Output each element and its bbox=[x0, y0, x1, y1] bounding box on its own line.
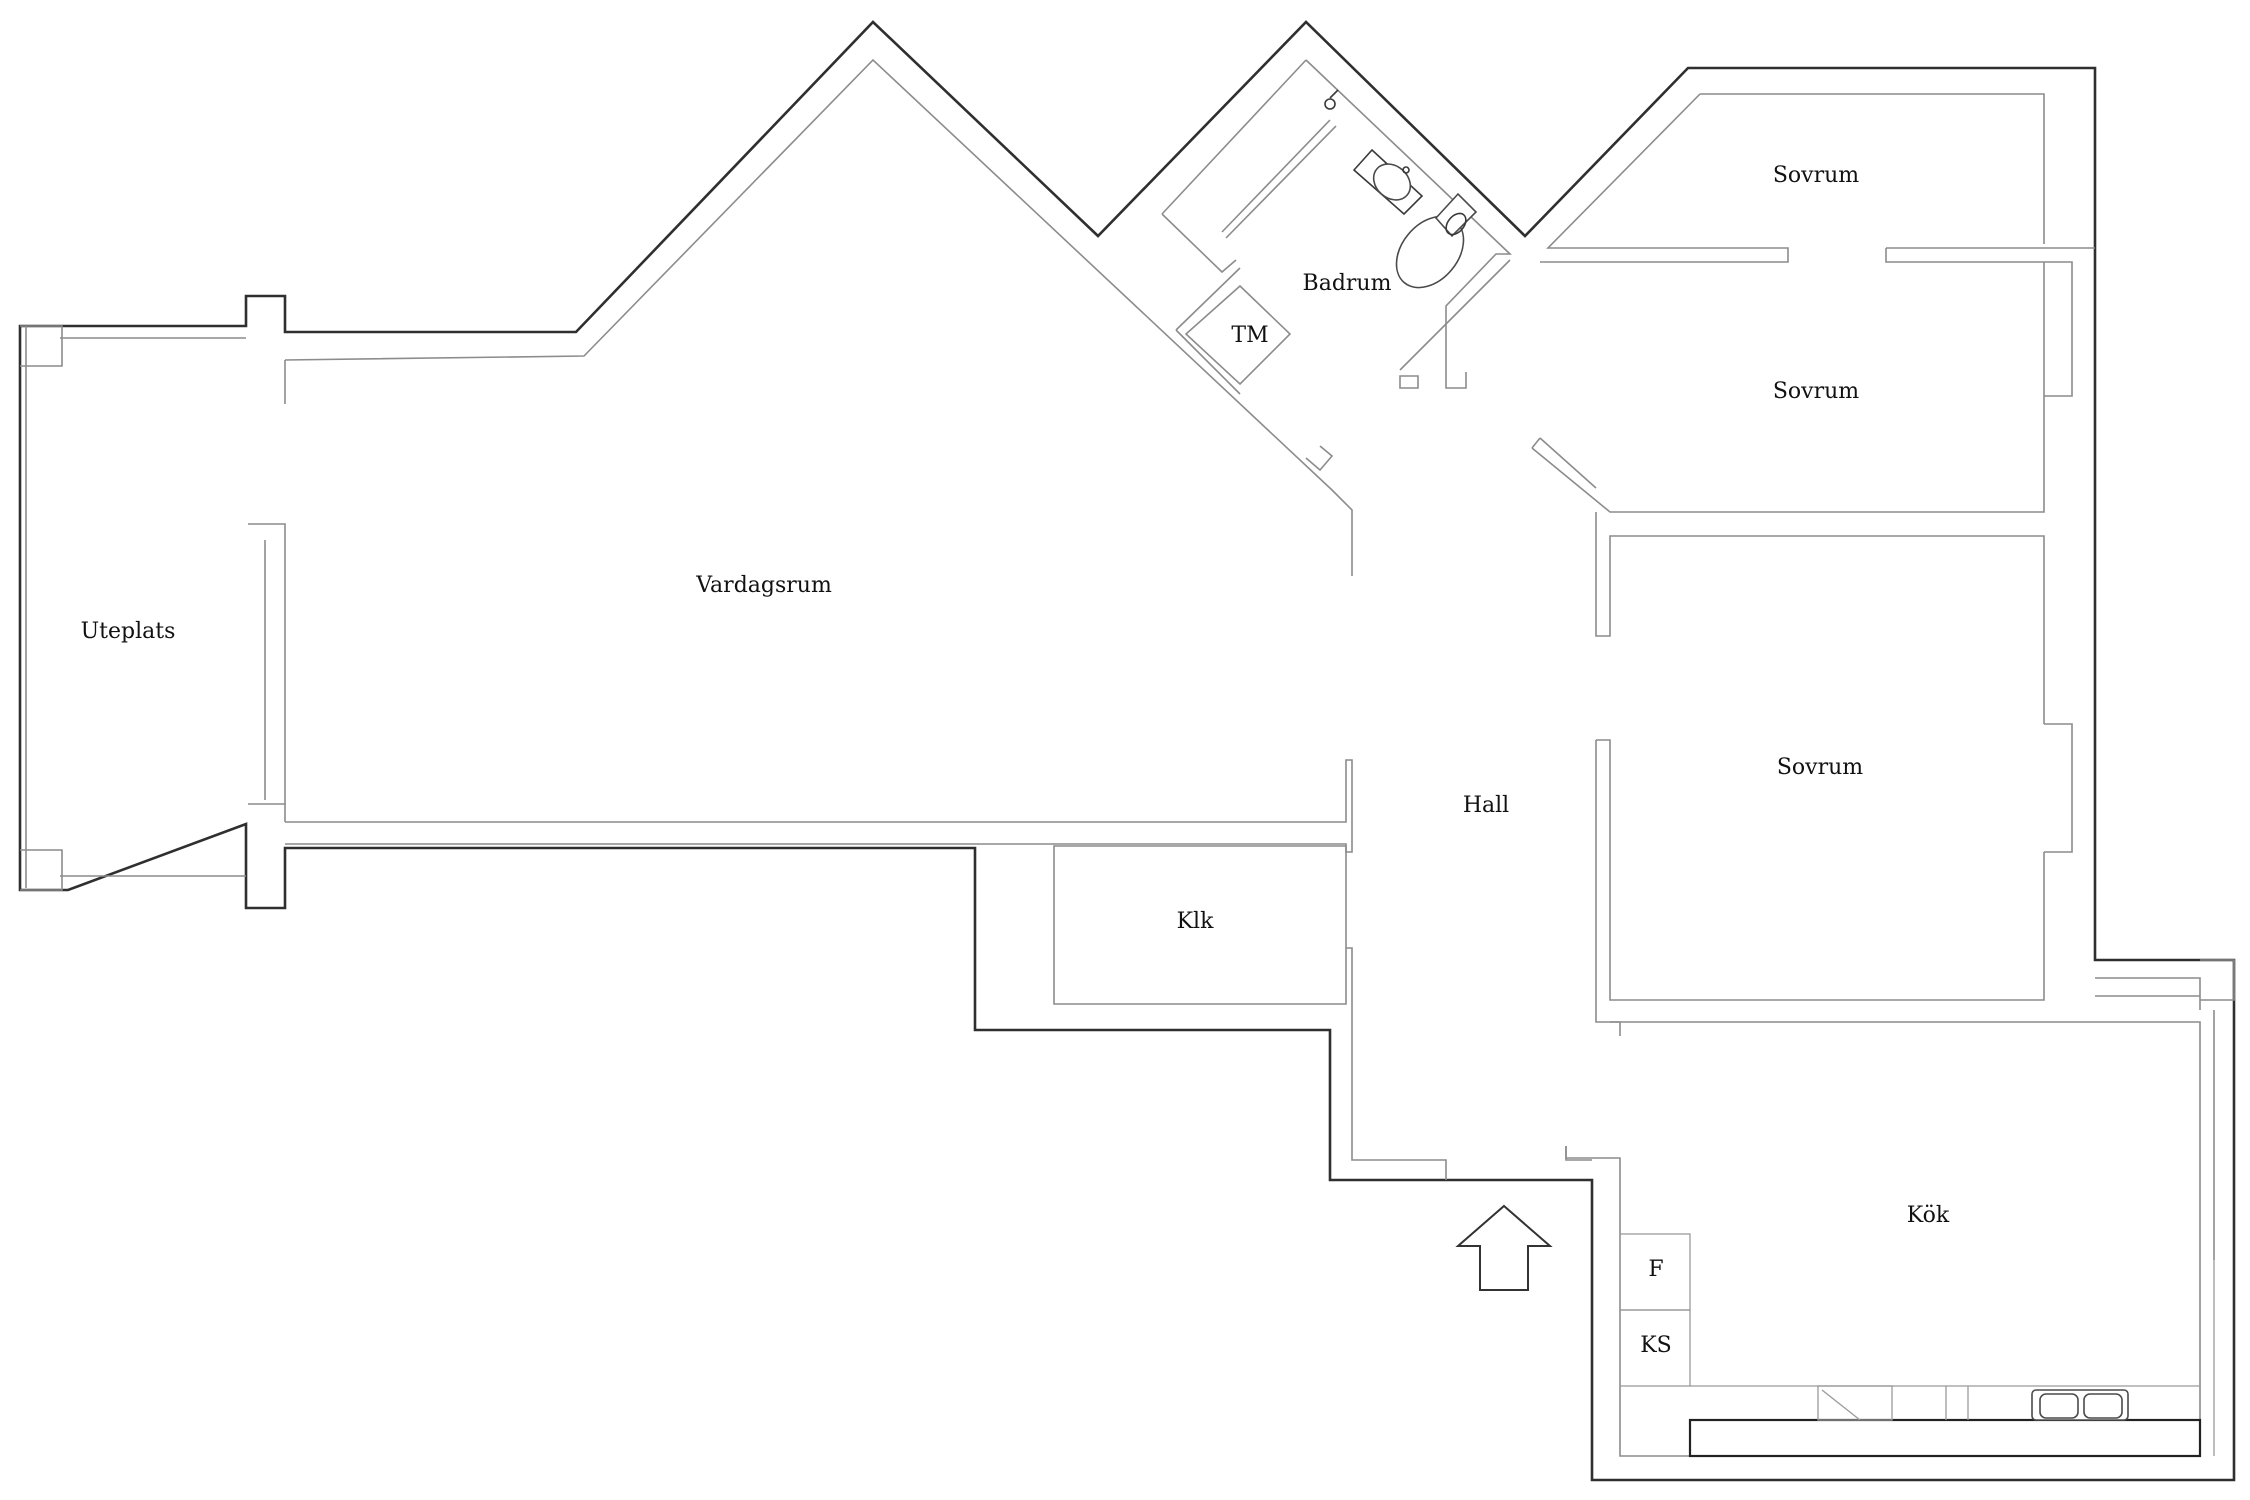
room-labels: Uteplats Vardagsrum Badrum TM Sovrum Sov… bbox=[81, 163, 1950, 1358]
kitchen-counter bbox=[1688, 1418, 2202, 1458]
room-label-ks: KS bbox=[1640, 1333, 1672, 1358]
washbasin-icon bbox=[1352, 148, 1424, 216]
toilet-icon bbox=[1395, 192, 1478, 289]
room-label-uteplats: Uteplats bbox=[81, 619, 176, 644]
room-label-sovrum-middle: Sovrum bbox=[1773, 379, 1859, 404]
room-label-sovrum-bottom: Sovrum bbox=[1777, 755, 1863, 780]
kitchen-fixtures bbox=[1619, 1233, 2215, 1458]
bathroom-fixtures bbox=[1324, 89, 1478, 289]
room-label-sovrum-top: Sovrum bbox=[1773, 163, 1859, 188]
room-label-vardagsrum: Vardagsrum bbox=[695, 573, 832, 598]
room-label-kok: Kök bbox=[1907, 1203, 1950, 1228]
room-label-f: F bbox=[1648, 1257, 1663, 1282]
inner-walls bbox=[20, 58, 2235, 1457]
room-label-klk: Klk bbox=[1177, 909, 1214, 934]
room-label-tm: TM bbox=[1231, 323, 1268, 348]
shower-icon bbox=[1324, 89, 1339, 110]
arrow-up-icon bbox=[1455, 1204, 1553, 1291]
outer-walls bbox=[18, 20, 2236, 1482]
room-label-badrum: Badrum bbox=[1303, 271, 1392, 296]
room-label-hall: Hall bbox=[1463, 793, 1509, 818]
